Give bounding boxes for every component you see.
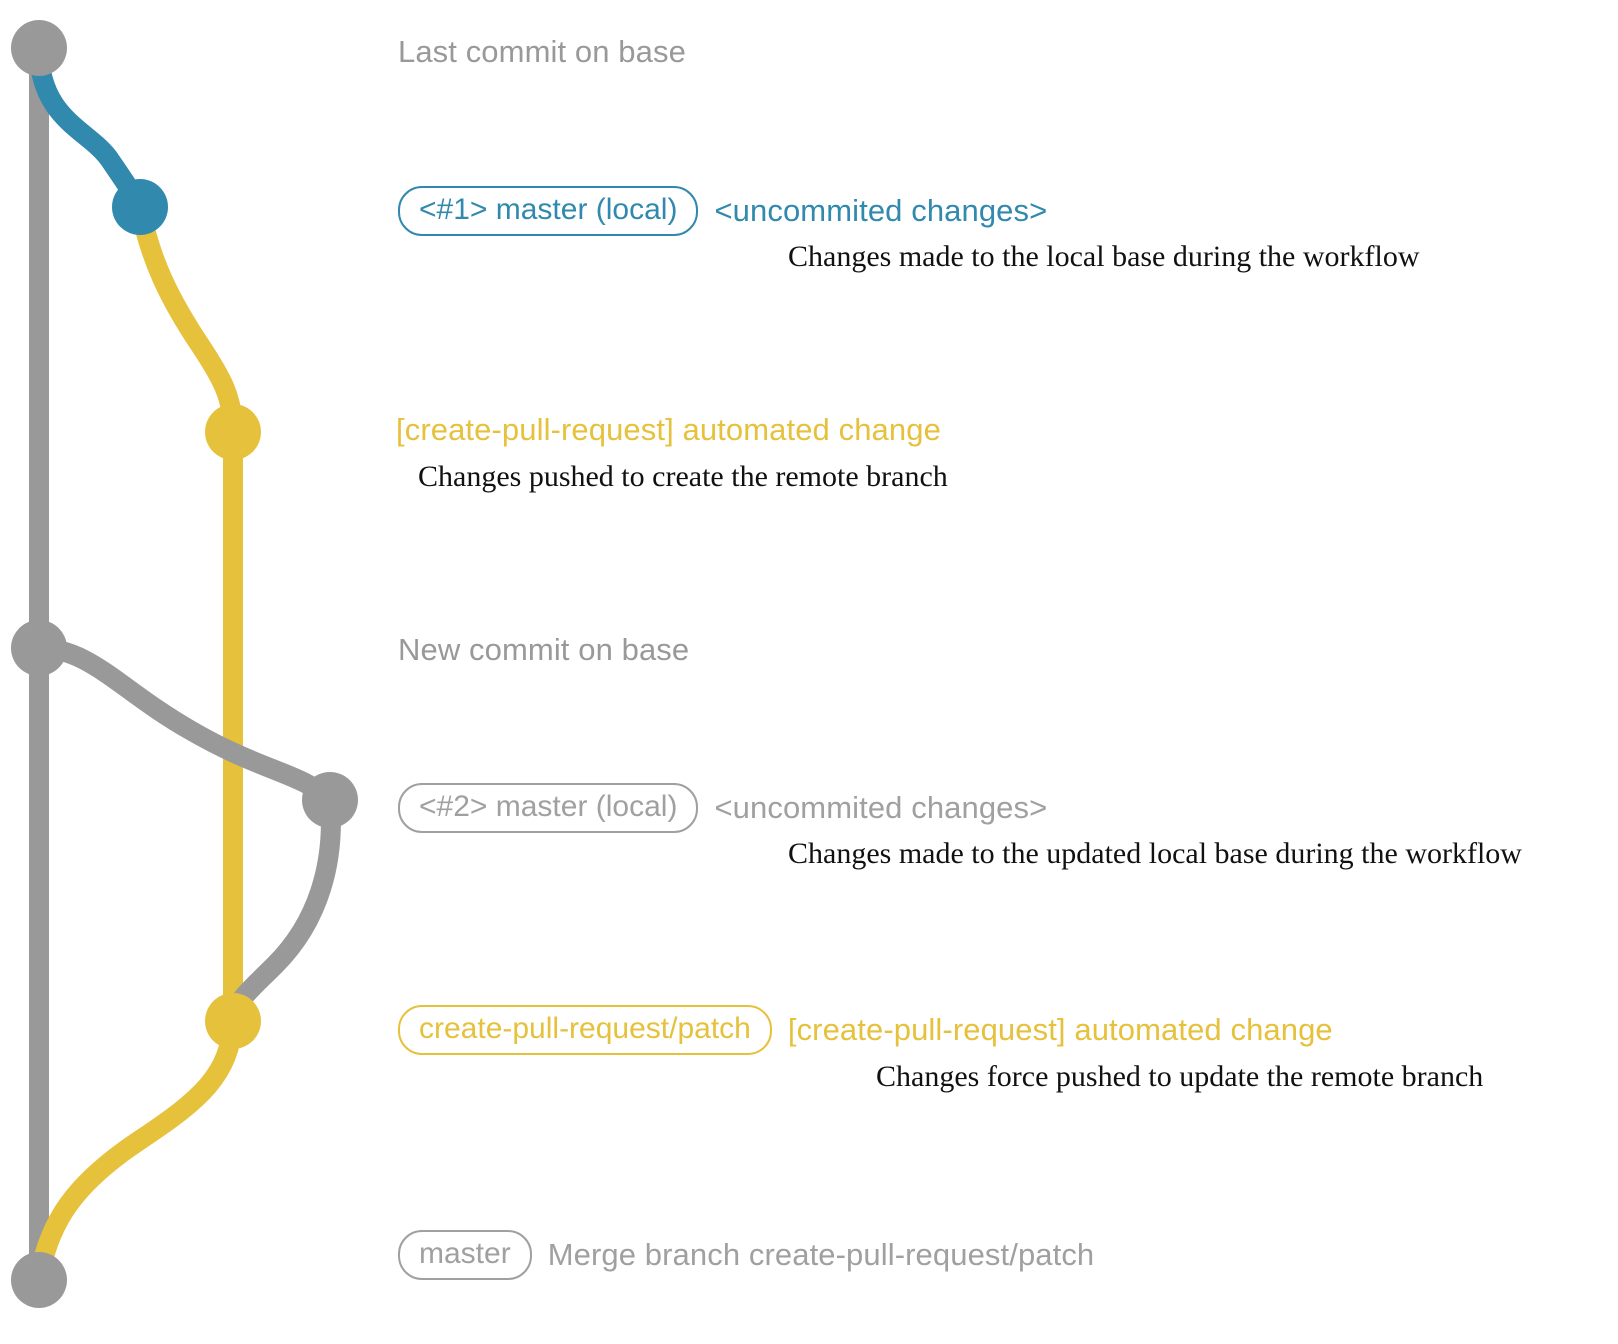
commit-node-last-commit-on-base[interactable]	[11, 20, 67, 76]
edge-patch-2-to-master	[29, 1011, 243, 1290]
commit-headline-new-commit-on-base: New commit on base	[398, 632, 690, 667]
commit-node-automated-change-1[interactable]	[205, 404, 261, 460]
commit-subject-master-local-1: <uncommited changes>	[714, 193, 1048, 228]
commit-headline-last-commit-on-base: Last commit on base	[398, 34, 686, 69]
commit-headline-automated-change-1: [create-pull-request] automated change	[396, 412, 941, 447]
commit-description-master-local-2: Changes made to the updated local base d…	[788, 837, 1522, 870]
commit-description-create-pull-request-patch: Changes force pushed to update the remot…	[876, 1060, 1484, 1093]
branch-badge-master[interactable]: master	[398, 1230, 532, 1280]
commit-description-master-local-1: Changes made to the local base during th…	[788, 240, 1420, 273]
branch-badge-create-pull-request-patch[interactable]: create-pull-request/patch	[398, 1005, 772, 1055]
commit-description-automated-change-1: Changes pushed to create the remote bran…	[418, 460, 948, 493]
commit-row-master-merge: master Merge branch create-pull-request/…	[398, 1230, 1094, 1280]
commit-row-master-local-1: <#1> master (local) <uncommited changes>	[398, 186, 1047, 236]
commit-node-master-local-2[interactable]	[302, 772, 358, 828]
branch-badge-master-local-1[interactable]: <#1> master (local)	[398, 186, 699, 236]
commit-node-master-local-1[interactable]	[112, 179, 168, 235]
commit-subject-create-pull-request-patch: [create-pull-request] automated change	[787, 1012, 1333, 1047]
commit-node-patch[interactable]	[205, 993, 261, 1049]
commit-row-master-local-2: <#2> master (local) <uncommited changes>	[398, 783, 1047, 833]
commit-subject-master-merge: Merge branch create-pull-request/patch	[547, 1237, 1095, 1272]
branch-badge-master-local-2[interactable]: <#2> master (local)	[398, 783, 699, 833]
commit-node-master-merge[interactable]	[11, 1252, 67, 1308]
commit-subject-master-local-2: <uncommited changes>	[714, 790, 1048, 825]
commit-row-create-pull-request-patch: create-pull-request/patch [create-pull-r…	[398, 1005, 1333, 1055]
commit-node-new-commit-on-base[interactable]	[11, 620, 67, 676]
edge-local-1-to-patch-1	[130, 197, 243, 442]
edge-base-to-local-2	[29, 638, 340, 810]
